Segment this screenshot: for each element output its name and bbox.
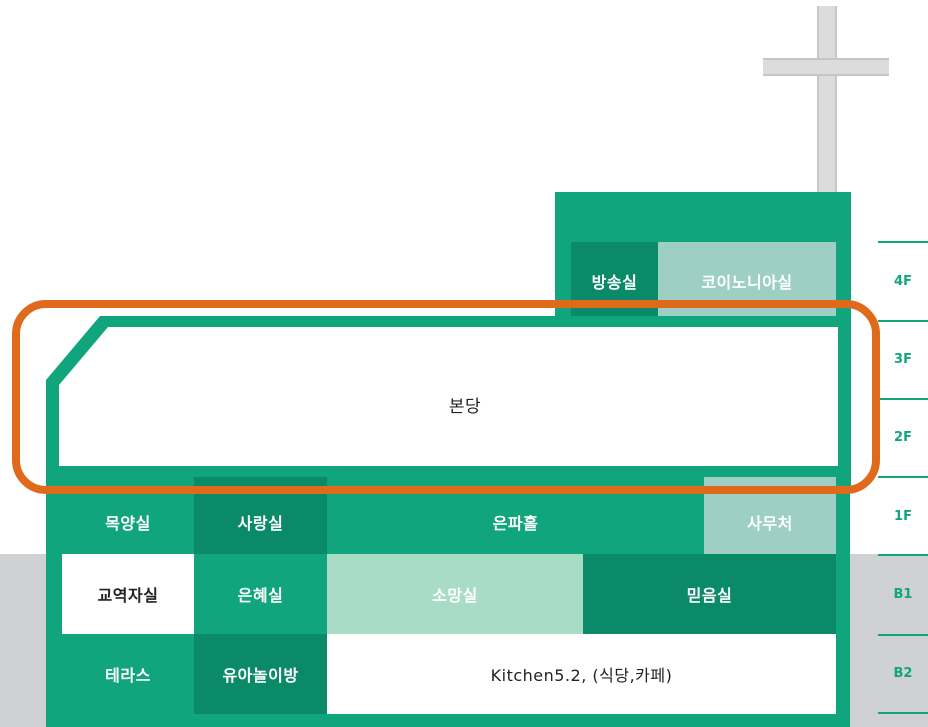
floor-label-2f[interactable]: 2F: [894, 430, 912, 445]
room-eunhye[interactable]: 은혜실: [194, 554, 327, 634]
floor-divider: [878, 398, 928, 400]
room-eunpa[interactable]: 은파홀: [327, 489, 704, 554]
cross-icon-vertical: [817, 6, 837, 194]
floor-divider: [878, 554, 928, 556]
room-kitchen[interactable]: Kitchen5.2, (식당,카페): [327, 634, 836, 714]
room-somang[interactable]: 소망실: [327, 554, 583, 634]
floor-divider: [878, 241, 928, 243]
floor-label-b2[interactable]: B2: [893, 666, 913, 681]
floor-divider: [878, 712, 928, 714]
room-mokyang[interactable]: 목양실: [62, 489, 194, 554]
cross-icon-horizontal: [763, 58, 889, 76]
floor-label-b1[interactable]: B1: [893, 587, 913, 602]
floor-label-4f[interactable]: 4F: [894, 274, 912, 289]
floor-label-1f[interactable]: 1F: [894, 509, 912, 524]
room-fellowship[interactable]: 교역자실: [62, 554, 194, 634]
floor-divider: [878, 634, 928, 636]
floor-divider: [878, 476, 928, 478]
sanctuary-highlight: [12, 300, 880, 494]
floor-divider: [878, 320, 928, 322]
floor-label-3f[interactable]: 3F: [894, 352, 912, 367]
sanctuary-shape: [46, 316, 851, 478]
room-terrace[interactable]: 테라스: [62, 634, 194, 714]
room-mideum[interactable]: 믿음실: [583, 554, 836, 634]
room-sanctuary[interactable]: 본당: [448, 397, 482, 417]
room-playroom[interactable]: 유아놀이방: [194, 634, 327, 714]
